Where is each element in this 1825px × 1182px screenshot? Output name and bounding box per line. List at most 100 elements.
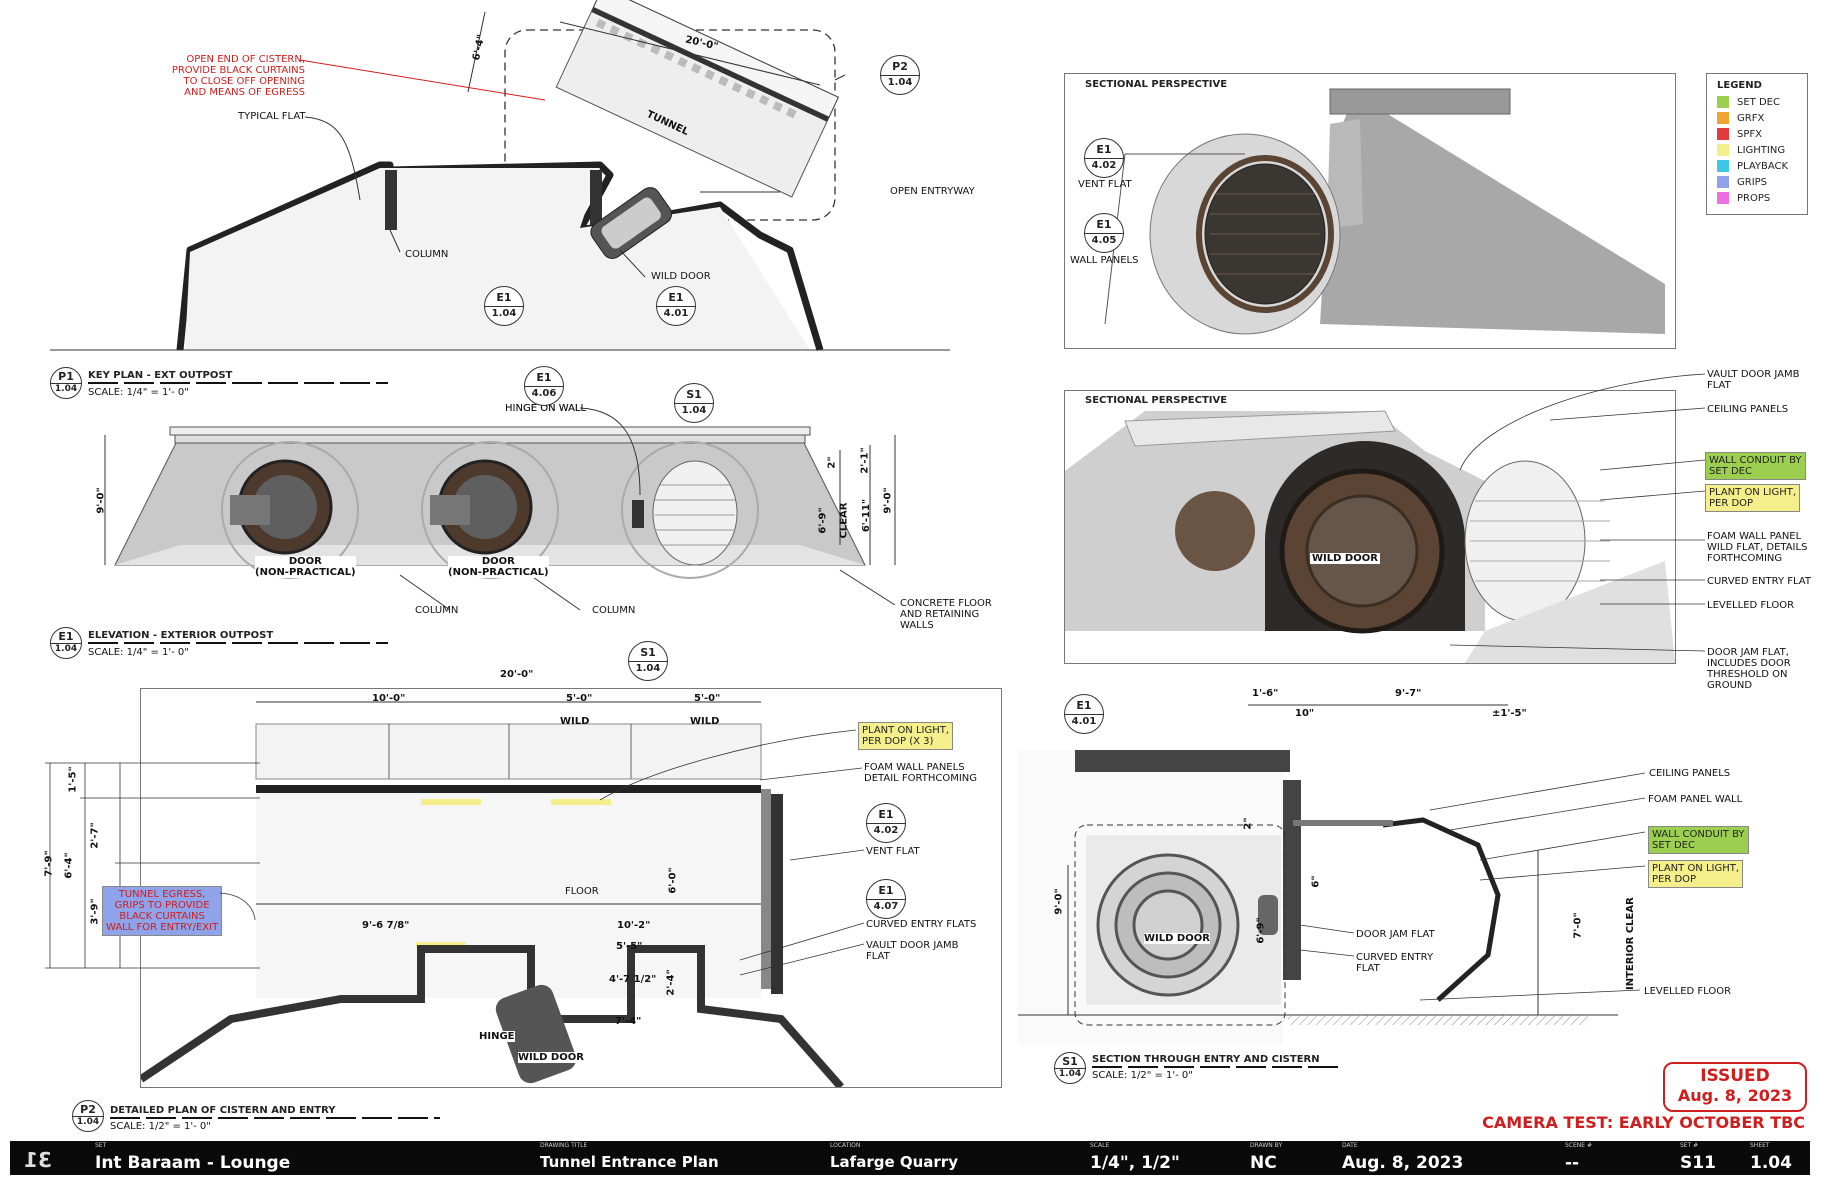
dp-dim-55: 5'-5" — [616, 941, 643, 952]
tb-page-value: 31 — [24, 1148, 52, 1172]
sect1-drawing — [1104, 88, 1665, 335]
tb-date: DATE Aug. 8, 2023 — [1342, 1141, 1502, 1175]
clear-label: CLEAR — [838, 502, 850, 539]
dp-dim-79: 7'-9" — [43, 850, 55, 877]
title-underline-s1 — [1092, 1066, 1342, 1068]
column-label: COLUMN — [405, 249, 449, 260]
legend-item: GRFX — [1717, 112, 1764, 126]
title-underline-p1 — [88, 382, 388, 384]
sec-dim-69: 6'-9" — [1255, 917, 1267, 944]
tb-drawn-cap: DRAWN BY — [1250, 1142, 1283, 1149]
tb-location-cap: LOCATION — [830, 1142, 861, 1149]
column-label-2: COLUMN — [592, 605, 636, 616]
dp-floor: FLOOR — [565, 886, 599, 897]
sect1-title: SECTIONAL PERSPECTIVE — [1085, 79, 1228, 90]
sec-interior-clear: INTERIOR CLEAR — [1625, 897, 1636, 990]
sect2-title: SECTIONAL PERSPECTIVE — [1085, 395, 1228, 406]
typical-flat-label: TYPICAL FLAT — [238, 111, 306, 122]
sec-door-jam: DOOR JAM FLAT — [1356, 929, 1435, 940]
concrete-label: CONCRETE FLOOR AND RETAINING WALLS — [900, 598, 992, 631]
dp-dim-39: 3'-9" — [89, 898, 101, 925]
legend-swatch — [1717, 128, 1729, 140]
tb-drawing: DRAWING TITLE Tunnel Entrance Plan — [540, 1141, 790, 1175]
sect2-ceiling: CEILING PANELS — [1707, 404, 1789, 415]
dp-dim-27: 2'-7" — [89, 822, 101, 849]
dp-dim-60: 6'-0" — [667, 867, 679, 894]
tb-set-num-cap: SET # — [1680, 1142, 1699, 1149]
legend-item: GRIPS — [1717, 176, 1767, 190]
sec-dim-10: 10" — [1295, 708, 1315, 719]
dim-90b: 9'-0" — [882, 487, 894, 514]
dp-wild-1: WILD — [560, 716, 590, 727]
legend-item: SET DEC — [1717, 96, 1780, 110]
plan-title-p2: DETAILED PLAN OF CISTERN AND ENTRY — [110, 1105, 336, 1116]
sec-levelled: LEVELLED FLOOR — [1644, 986, 1732, 997]
sec-wild-door: WILD DOOR — [1144, 933, 1210, 944]
plan-scale-s1: SCALE: 1/2" = 1'- 0" — [1092, 1070, 1193, 1081]
legend-swatch — [1717, 144, 1729, 156]
dp-vent: VENT FLAT — [866, 846, 920, 857]
elevation-drawing — [104, 407, 896, 611]
dp-wild-2: WILD — [690, 716, 720, 727]
tb-drawn: DRAWN BY NC — [1250, 1141, 1330, 1175]
dp-dim-74: 7'-4" — [615, 1016, 642, 1027]
sec-dim-2: 2" — [1242, 817, 1254, 830]
issued-date: Aug. 8, 2023 — [1677, 1086, 1793, 1105]
dp-foam: FOAM WALL PANELS DETAIL FORTHCOMING — [864, 762, 978, 784]
title-underline-p2 — [110, 1117, 440, 1119]
dim-611: 6'-11" — [861, 498, 873, 533]
elevation: HINGE ON WALL DOOR (NON-PRACTICAL) DOOR … — [0, 395, 1000, 640]
tb-set-cap: SET — [95, 1142, 107, 1149]
plan-title-e1: ELEVATION - EXTERIOR OUTPOST — [88, 630, 274, 641]
section-drawing — [1018, 695, 1618, 1050]
tb-page: 31 — [24, 1141, 74, 1175]
hinge-on-wall-label: HINGE ON WALL — [505, 403, 587, 414]
tb-sheet-cap: SHEET — [1750, 1142, 1770, 1149]
legend-label: LIGHTING — [1737, 145, 1786, 156]
legend-swatch — [1717, 176, 1729, 188]
tb-sheet-value: 1.04 — [1750, 1153, 1792, 1173]
tb-scene-cap: SCENE # — [1565, 1142, 1593, 1149]
tb-date-cap: DATE — [1342, 1142, 1358, 1149]
legend-label: GRIPS — [1737, 177, 1768, 188]
legend-item: PROPS — [1717, 192, 1770, 206]
column-label-1: COLUMN — [415, 605, 459, 616]
sec-dim-6: 6" — [1310, 875, 1322, 888]
legend-item: PLAYBACK — [1717, 160, 1788, 174]
sect2-foam: FOAM WALL PANEL WILD FLAT, DETAILS FORTH… — [1707, 531, 1808, 564]
tb-drawing-value: Tunnel Entrance Plan — [540, 1153, 719, 1171]
legend-swatch — [1717, 192, 1729, 204]
dp-dim-102: 10'-2" — [617, 920, 651, 931]
sectional-perspective-1 — [1064, 73, 1676, 349]
tb-location-value: Lafarge Quarry — [830, 1153, 958, 1171]
legend-swatch — [1717, 96, 1729, 108]
sec-dim-16: 1'-6" — [1252, 688, 1279, 699]
sec-dim-15: ±1'-5" — [1492, 708, 1527, 719]
tb-set-num: SET # S11 — [1680, 1141, 1740, 1175]
tb-location: LOCATION Lafarge Quarry — [830, 1141, 1030, 1175]
dp-wild-door: WILD DOOR — [518, 1052, 584, 1063]
dim-2: 2" — [826, 456, 838, 469]
tb-set-value: Int Baraam - Lounge — [95, 1153, 291, 1173]
plan-scale-e1: SCALE: 1/4" = 1'- 0" — [88, 647, 189, 658]
dp-dim-20: 20'-0" — [500, 669, 534, 680]
tb-set-num-value: S11 — [1680, 1153, 1716, 1173]
dp-dim-5a: 5'-0" — [566, 693, 593, 704]
dim-21: 2'-1" — [859, 447, 871, 474]
dp-egress: TUNNEL EGRESS, GRIPS TO PROVIDE BLACK CU… — [102, 886, 223, 936]
key-plan-drawing — [50, 0, 950, 352]
